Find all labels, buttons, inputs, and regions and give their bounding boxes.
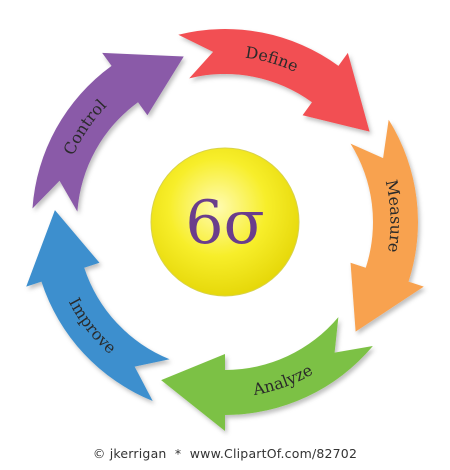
footer-site: www.ClipartOf.com/82702 xyxy=(189,446,358,461)
arrow-segment-measure xyxy=(350,119,424,332)
arrow-segment-define xyxy=(178,28,370,132)
footer-credit: © jkerrigan * www.ClipartOf.com/82702 xyxy=(0,446,450,461)
footer-author: © jkerrigan xyxy=(92,446,167,461)
arrow-segment-improve xyxy=(26,210,170,401)
center-badge: 6σ xyxy=(143,140,307,304)
arrow-segment-analyze xyxy=(161,317,373,431)
arrow-segment-control xyxy=(32,52,184,212)
footer-separator: * xyxy=(174,446,182,461)
cycle-arrows xyxy=(26,28,424,431)
six-sigma-symbol: 6σ xyxy=(185,188,264,258)
